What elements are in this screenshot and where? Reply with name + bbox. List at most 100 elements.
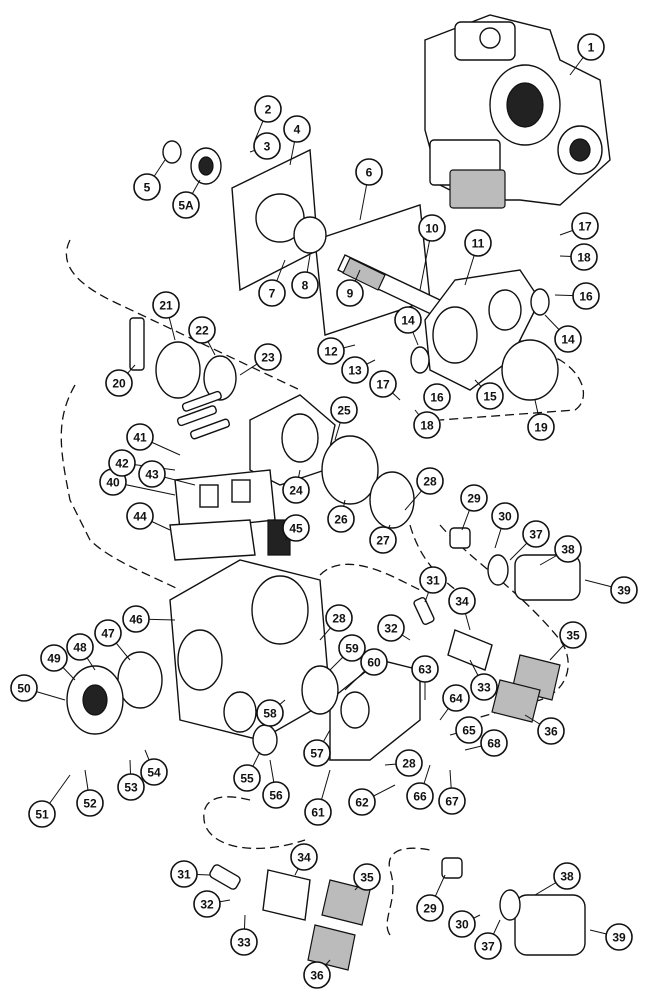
callout-label: 66 xyxy=(413,790,427,804)
callout-circle xyxy=(369,370,397,398)
callout-label: 31 xyxy=(426,574,440,588)
callout-label: 49 xyxy=(47,652,61,666)
callout-label: 37 xyxy=(529,528,543,542)
callout-label: 18 xyxy=(420,419,434,433)
callout-28: 28 xyxy=(416,467,444,495)
callout-circle xyxy=(522,520,550,548)
callout-circle xyxy=(470,673,498,701)
callout-27: 27 xyxy=(369,526,397,554)
callout-circle xyxy=(28,800,56,828)
callout-22: 22 xyxy=(188,316,216,344)
callout-circle xyxy=(105,369,133,397)
callout-label: 2 xyxy=(265,103,272,117)
callout-label: 48 xyxy=(73,641,87,655)
callout-circle xyxy=(325,604,353,632)
callout-circle xyxy=(355,158,383,186)
callout-38: 38 xyxy=(554,535,582,563)
callout-label: 67 xyxy=(445,795,459,809)
callout-label: 51 xyxy=(35,808,49,822)
callout-16: 16 xyxy=(572,282,600,310)
callout-33: 33 xyxy=(470,673,498,701)
spring-36b xyxy=(307,924,356,971)
callout-label: 23 xyxy=(261,351,275,365)
callout-label: 30 xyxy=(455,918,469,932)
callout-circle xyxy=(476,382,504,410)
callout-label: 58 xyxy=(263,707,277,721)
assembly-path-valve xyxy=(439,524,569,721)
callout-39: 39 xyxy=(610,576,638,604)
block-bore xyxy=(281,413,319,463)
bearing-plate xyxy=(369,471,415,529)
callout-circle xyxy=(330,396,358,424)
callout-label: 50 xyxy=(17,682,31,696)
plate-59 xyxy=(301,665,339,715)
callout-12: 12 xyxy=(317,337,345,365)
callout-label: 62 xyxy=(355,796,369,810)
callout-label: 22 xyxy=(195,324,209,338)
callout-31: 31 xyxy=(419,566,447,594)
shaft-spline xyxy=(342,257,386,291)
callout-24: 24 xyxy=(282,476,310,504)
callout-circle xyxy=(577,33,605,61)
shaft-bearing xyxy=(293,216,327,254)
assembly-path-lower xyxy=(203,796,431,936)
callout-circle xyxy=(140,758,168,786)
callout-label: 14 xyxy=(401,314,415,328)
callout-circle xyxy=(336,279,364,307)
callout-46: 46 xyxy=(122,605,150,633)
callout-23: 23 xyxy=(254,343,282,371)
callout-circle xyxy=(304,798,332,826)
swashplate xyxy=(424,269,541,391)
callout-label: 8 xyxy=(302,279,309,293)
callout-54: 54 xyxy=(140,758,168,786)
callout-label: 39 xyxy=(612,931,626,945)
callout-circle xyxy=(464,229,492,257)
callout-circle xyxy=(283,115,311,143)
callout-circle xyxy=(348,788,376,816)
callout-29: 29 xyxy=(460,484,488,512)
callout-label: 10 xyxy=(425,222,439,236)
callout-circle xyxy=(303,739,331,767)
spring-35b xyxy=(321,879,371,926)
callout-label: 29 xyxy=(467,492,481,506)
bearing-bore xyxy=(198,156,214,176)
callout-circle xyxy=(253,132,281,160)
valve-plate xyxy=(321,435,379,505)
callout-38: 38 xyxy=(553,862,581,890)
callout-circle xyxy=(537,717,565,745)
callout-label: 28 xyxy=(332,612,346,626)
callout-32: 32 xyxy=(193,890,221,918)
callout-label: 41 xyxy=(133,431,147,445)
callout-label: 35 xyxy=(566,629,580,643)
callout-label: 38 xyxy=(560,870,574,884)
ring-55 xyxy=(252,724,278,756)
bearing-14a xyxy=(410,346,430,374)
callout-14: 14 xyxy=(394,306,422,334)
callout-label: 53 xyxy=(124,781,138,795)
callout-circle xyxy=(170,860,198,888)
callout-circle xyxy=(254,95,282,123)
callout-18: 18 xyxy=(570,243,598,271)
callout-label: 52 xyxy=(83,797,97,811)
callout-circle xyxy=(460,484,488,512)
callout-label: 5 xyxy=(144,181,151,195)
callout-label: 25 xyxy=(337,404,351,418)
callout-36: 36 xyxy=(537,717,565,745)
sleeve-29a xyxy=(449,527,471,549)
callout-circle xyxy=(553,862,581,890)
callout-circle xyxy=(527,413,555,441)
callout-label: 46 xyxy=(129,613,143,627)
callout-circle xyxy=(411,655,439,683)
callout-circle xyxy=(419,566,447,594)
callout-circle xyxy=(76,789,104,817)
callout-circle xyxy=(193,890,221,918)
link-31b xyxy=(209,864,241,890)
callout-label: 17 xyxy=(376,378,390,392)
callout-circle xyxy=(254,343,282,371)
callout-circle xyxy=(66,633,94,661)
callout-33: 33 xyxy=(230,928,258,956)
callout-label: 16 xyxy=(430,391,444,405)
callout-label: 34 xyxy=(297,851,311,865)
callout-circle xyxy=(341,356,369,384)
callout-label: 24 xyxy=(289,484,303,498)
